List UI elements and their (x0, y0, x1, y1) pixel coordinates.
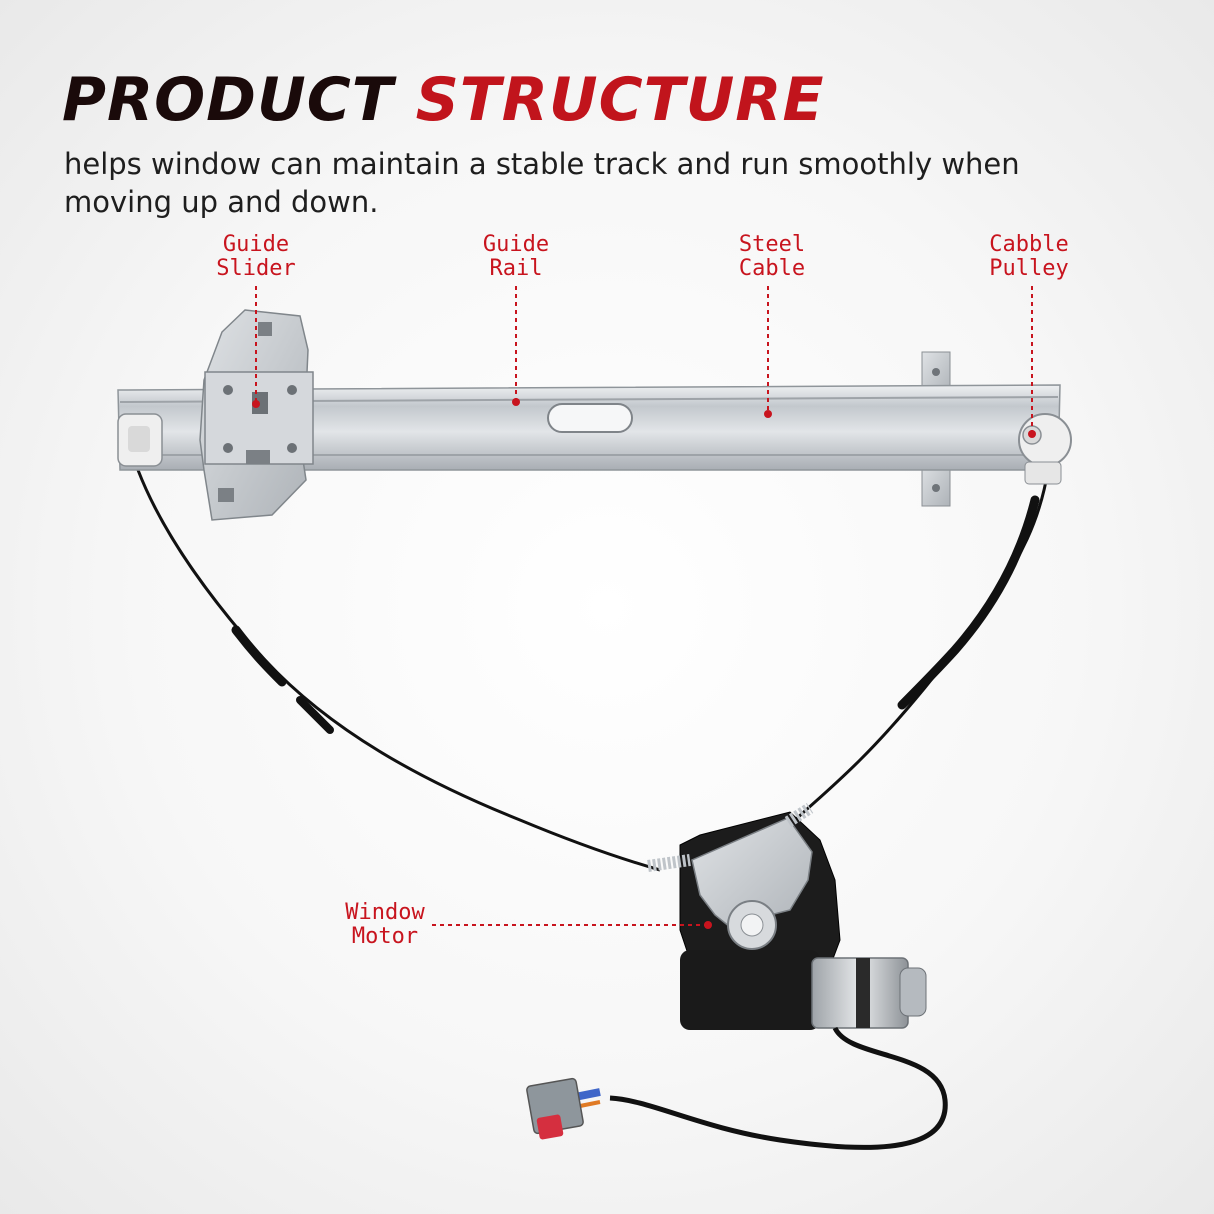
slider-hole (223, 385, 233, 395)
title-word-product: PRODUCT (62, 65, 394, 135)
steel-cable-left-sleeve-2 (296, 696, 334, 734)
slider-hole (258, 322, 272, 336)
window-motor-label: Window Motor (345, 900, 425, 949)
cable-pulley-housing (1024, 461, 1062, 485)
motor-spring-right (784, 802, 814, 828)
slider-hole (252, 392, 268, 414)
guide-slider-marker (252, 400, 260, 408)
steel-cable-right (788, 469, 1050, 827)
left-end-cap-inner (128, 426, 150, 452)
cabble-pulley-label: Cabble Pulley (989, 232, 1069, 281)
slider-hole (287, 443, 297, 453)
guide-rail-marker (512, 398, 520, 406)
steel-cable-left (136, 469, 661, 872)
page-title: PRODUCT STRUCTURE (62, 60, 825, 140)
slider-hole (218, 488, 234, 502)
motor-drive-hub-center (740, 913, 764, 937)
subtitle: helps window can maintain a stable track… (64, 147, 1020, 219)
motor-spring-left (647, 854, 691, 872)
bracket-hole (932, 368, 940, 376)
motor-band (856, 958, 870, 1028)
wire-connector-lock (536, 1114, 564, 1140)
guide-slider-label: Guide Slider (216, 232, 296, 281)
title-word-structure: STRUCTURE (415, 65, 825, 135)
slider-hole (246, 450, 270, 464)
motor-wire (609, 1026, 948, 1150)
guide-rail-slot (547, 403, 633, 433)
slider-hole (223, 443, 233, 453)
slider-hole (287, 385, 297, 395)
cabble-pulley-marker (1028, 430, 1036, 438)
window-motor-marker (704, 921, 712, 929)
motor-body-black (680, 950, 820, 1030)
guide-rail-label: Guide Rail (482, 232, 550, 281)
steel-cable-marker (764, 410, 772, 418)
motor-end-cap (899, 967, 927, 1017)
steel-cable-label: Steel Cable (738, 232, 806, 281)
steel-cable-right-sleeve (897, 495, 1040, 710)
bracket-hole (932, 484, 940, 492)
steel-cable-left-sleeve-1 (231, 625, 287, 687)
